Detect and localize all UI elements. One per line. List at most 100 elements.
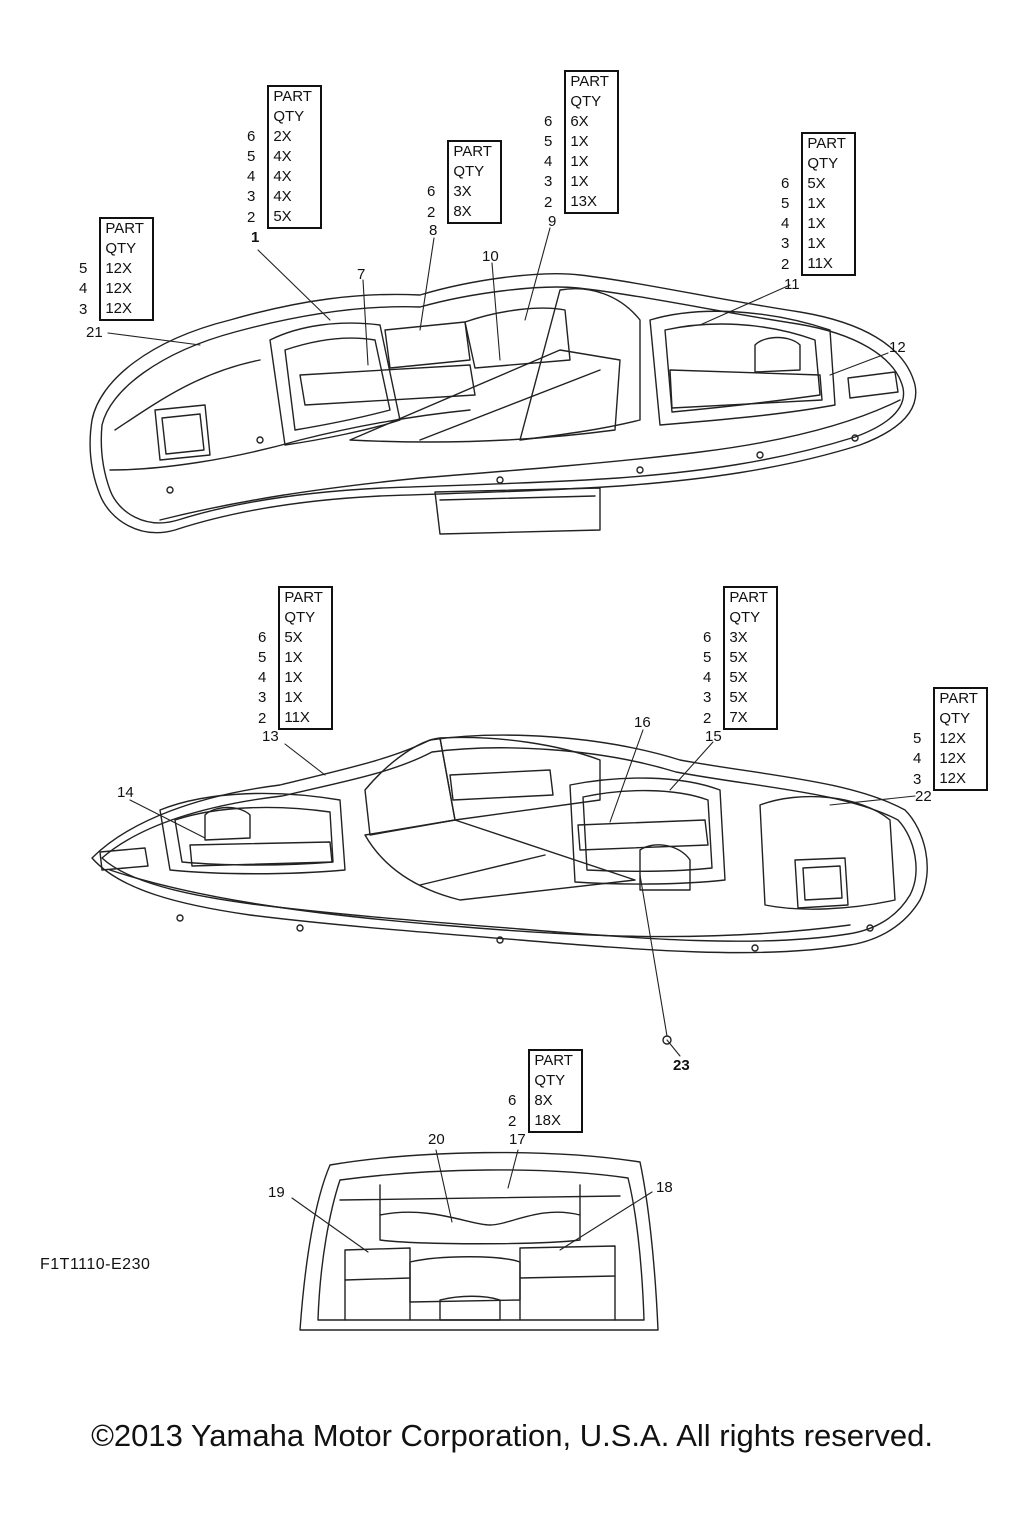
part-number: 6 [544, 113, 553, 130]
part-number: 2 [258, 709, 267, 727]
quantity: 1X [564, 172, 620, 192]
quantity: 5X [278, 628, 334, 648]
part-number: 4 [703, 669, 712, 686]
qty-header-qty: QTY [933, 709, 989, 729]
quantity: 1X [278, 668, 334, 688]
quantity: 1X [801, 234, 857, 254]
quantity: 2X [267, 127, 323, 147]
qty-header-part: PART [278, 586, 334, 608]
qty-header-part: PART [933, 687, 989, 709]
callout-20: 20 [428, 1131, 445, 1148]
quantity: 1X [564, 132, 620, 152]
part-number: 3 [781, 235, 790, 252]
middle-boat-drawing [91, 734, 928, 1045]
quantity: 5X [723, 668, 779, 688]
callout-23: 23 [673, 1057, 690, 1074]
part-number: 6 [508, 1092, 517, 1109]
callout-15: 15 [705, 728, 722, 745]
callout-18: 18 [656, 1179, 673, 1196]
part-number: 4 [258, 669, 267, 686]
callout-1: 1 [251, 229, 260, 246]
callout-17: 17 [509, 1131, 526, 1148]
quantity: 1X [801, 194, 857, 214]
part-number: 4 [544, 153, 553, 170]
callout-7: 7 [357, 266, 366, 283]
quantity: 1X [801, 214, 857, 234]
quantity: 11X [801, 254, 857, 276]
callout-19: 19 [268, 1184, 285, 1201]
callout-16: 16 [634, 714, 651, 731]
qty-table-7: PART QTY 6 3X 5 5X 4 5X 3 5X 2 7X [700, 586, 779, 730]
callout-11: 11 [784, 276, 800, 293]
qty-header-part: PART [99, 217, 155, 239]
quantity: 12X [933, 729, 989, 749]
quantity: 8X [447, 202, 503, 224]
part-number: 5 [258, 649, 267, 666]
qty-header-qty: QTY [267, 107, 323, 127]
qty-header-part: PART [447, 140, 503, 162]
part-number: 5 [703, 649, 712, 666]
qty-header-qty: QTY [564, 92, 620, 112]
part-number: 6 [703, 629, 712, 646]
part-number: 6 [427, 183, 436, 200]
part-number: 3 [258, 689, 267, 706]
quantity: 12X [99, 259, 155, 279]
quantity: 12X [99, 279, 155, 299]
qty-header-part: PART [801, 132, 857, 154]
part-number: 2 [544, 193, 553, 211]
quantity: 5X [267, 207, 323, 229]
callout-14: 14 [117, 784, 134, 801]
qty-header-qty: QTY [801, 154, 857, 174]
top-boat-drawing [89, 273, 917, 535]
quantity: 12X [99, 299, 155, 321]
callout-13: 13 [262, 728, 279, 745]
part-number: 6 [781, 175, 790, 192]
quantity: 18X [528, 1111, 584, 1133]
quantity: 12X [933, 749, 989, 769]
part-number: 5 [781, 195, 790, 212]
qty-table-9: PART QTY 6 8X 2 18X [505, 1049, 584, 1133]
quantity: 5X [801, 174, 857, 194]
quantity: 3X [447, 182, 503, 202]
qty-header-part: PART [528, 1049, 584, 1071]
part-number: 2 [508, 1112, 517, 1130]
copyright-notice: ©2013 Yamaha Motor Corporation, U.S.A. A… [91, 1418, 933, 1453]
part-number: 6 [258, 629, 267, 646]
part-number: 3 [703, 689, 712, 706]
part-number: 2 [703, 709, 712, 727]
part-number: 6 [247, 128, 256, 145]
quantity: 1X [278, 688, 334, 708]
quantity: 5X [723, 648, 779, 668]
quantity: 4X [267, 147, 323, 167]
quantity: 1X [564, 152, 620, 172]
qty-header-part: PART [564, 70, 620, 92]
quantity: 1X [278, 648, 334, 668]
quantity: 5X [723, 688, 779, 708]
callout-12: 12 [889, 339, 906, 356]
part-number: 4 [913, 750, 922, 767]
callout-21: 21 [86, 324, 103, 341]
callout-8: 8 [429, 222, 438, 239]
diagram-code: F1T1110-E230 [40, 1256, 151, 1273]
qty-header-qty: QTY [528, 1071, 584, 1091]
quantity: 8X [528, 1091, 584, 1111]
quantity: 7X [723, 708, 779, 730]
qty-header-qty: QTY [723, 608, 779, 628]
quantity: 3X [723, 628, 779, 648]
qty-header-qty: QTY [447, 162, 503, 182]
part-number: 3 [913, 770, 922, 788]
qty-header-part: PART [723, 586, 779, 608]
part-number: 3 [247, 188, 256, 205]
quantity: 4X [267, 187, 323, 207]
part-number: 5 [544, 133, 553, 150]
quantity: 13X [564, 192, 620, 214]
part-number: 5 [247, 148, 256, 165]
part-number: 3 [544, 173, 553, 190]
qty-header-qty: QTY [278, 608, 334, 628]
